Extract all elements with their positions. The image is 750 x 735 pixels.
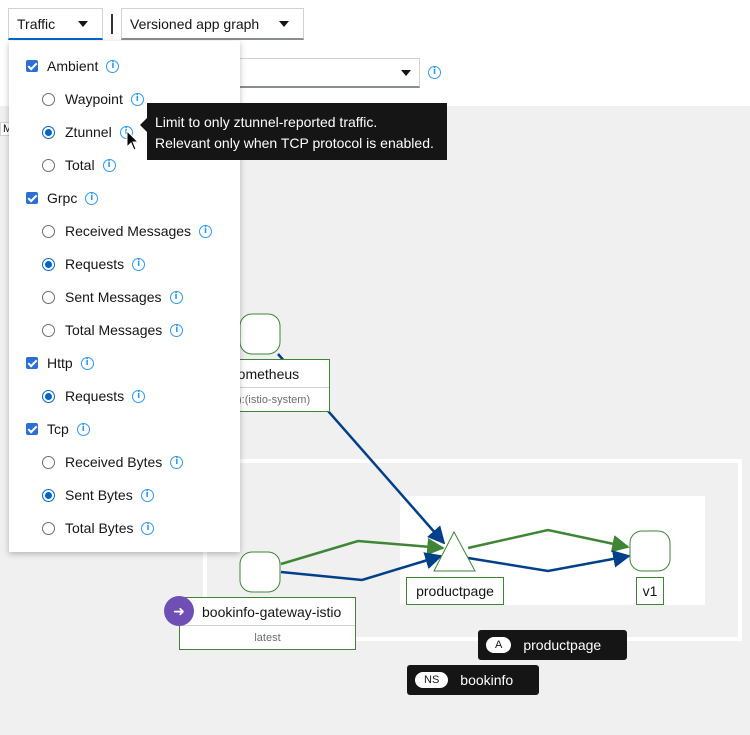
gateway-label: bookinfo-gateway-istio (180, 598, 355, 626)
info-icon[interactable]: i (170, 323, 184, 337)
info-icon[interactable]: i (170, 455, 184, 469)
edge-gateway-productpage-http[interactable] (280, 537, 445, 566)
app-box-name: productpage (523, 637, 602, 653)
info-icon[interactable]: i (106, 59, 120, 73)
graph-type-label: Versioned app graph (130, 15, 260, 32)
prometheus-node[interactable] (239, 313, 281, 355)
tooltip-line-2: Relevant only when TCP protocol is enabl… (155, 135, 434, 151)
chevron-down-icon (279, 21, 289, 27)
grpc-sent-label: Sent Messages (65, 289, 162, 305)
info-icon[interactable]: i (132, 257, 146, 271)
ambient-total-label: Total (65, 157, 95, 173)
menu-option-waypoint[interactable]: Waypoint i (42, 91, 144, 107)
menu-option-tcp-sent[interactable]: Sent Bytes i (42, 487, 154, 503)
menu-group-grpc[interactable]: Grpc i (26, 190, 99, 206)
app-tag: A (486, 637, 512, 653)
menu-group-http[interactable]: Http i (26, 355, 94, 371)
v1-label[interactable]: v1 (636, 577, 664, 605)
menu-option-grpc-received[interactable]: Received Messages i (42, 223, 213, 239)
grpc-label: Grpc (47, 190, 78, 206)
grpc-total-label: Total Messages (65, 322, 163, 338)
info-icon[interactable]: i (76, 422, 90, 436)
chevron-down-icon (78, 21, 88, 27)
prometheus-namespace: ):(istio-system) (238, 394, 311, 406)
productpage-service-node[interactable] (433, 530, 476, 572)
app-box-label[interactable]: A productpage (478, 630, 627, 660)
menu-option-ambient-total[interactable]: Total i (42, 157, 116, 173)
info-icon[interactable]: i (130, 92, 144, 106)
info-icon[interactable]: i (85, 191, 99, 205)
checkbox-ambient[interactable] (26, 60, 38, 72)
tcp-received-label: Received Bytes (65, 454, 163, 470)
toolbar-separator (111, 14, 113, 34)
ztunnel-label: Ztunnel (65, 124, 112, 140)
radio-grpc-total[interactable] (42, 323, 55, 337)
radio-grpc-received[interactable] (42, 224, 55, 238)
tcp-sent-label: Sent Bytes (65, 487, 133, 503)
info-icon[interactable]: i (132, 389, 146, 403)
radio-http-requests[interactable] (42, 389, 55, 403)
checkbox-grpc[interactable] (26, 192, 38, 204)
info-icon[interactable]: i (169, 290, 183, 304)
gateway-label-box[interactable]: bookinfo-gateway-istio latest (179, 597, 356, 650)
gateway-node[interactable] (239, 551, 281, 593)
info-icon[interactable]: i (119, 125, 133, 139)
info-icon[interactable]: i (428, 66, 441, 79)
mouse-cursor-icon (126, 130, 140, 151)
menu-group-tcp[interactable]: Tcp i (26, 421, 90, 437)
menu-option-http-requests[interactable]: Requests i (42, 388, 146, 404)
info-icon[interactable]: i (141, 521, 155, 535)
chevron-down-icon (401, 70, 411, 76)
ztunnel-tooltip: Limit to only ztunnel-reported traffic. … (140, 103, 447, 160)
namespace-box-label[interactable]: NS bookinfo (407, 665, 539, 695)
menu-option-ztunnel[interactable]: Ztunnel i (42, 124, 133, 140)
checkbox-http[interactable] (26, 357, 38, 369)
grpc-received-label: Received Messages (65, 223, 192, 239)
radio-grpc-sent[interactable] (42, 290, 55, 304)
info-icon[interactable]: i (80, 356, 94, 370)
info-icon[interactable]: i (140, 488, 154, 502)
gateway-icon: ➜ (164, 596, 194, 626)
secondary-dropdown[interactable] (236, 58, 420, 88)
info-icon[interactable]: i (199, 224, 213, 238)
checkbox-tcp[interactable] (26, 423, 38, 435)
prometheus-label: rometheus (230, 360, 329, 388)
gateway-version: latest (254, 632, 281, 644)
tcp-total-label: Total Bytes (65, 520, 134, 536)
edge-productpage-v1-tcp[interactable] (467, 550, 631, 573)
edge-gateway-productpage-tcp[interactable] (280, 552, 443, 582)
info-icon[interactable]: i (102, 158, 116, 172)
menu-group-ambient[interactable]: Ambient i (26, 58, 120, 74)
menu-option-grpc-sent[interactable]: Sent Messages i (42, 289, 183, 305)
ambient-label: Ambient (47, 58, 99, 74)
radio-tcp-total[interactable] (42, 521, 55, 535)
edge-productpage-v1-http[interactable] (467, 528, 630, 553)
traffic-dropdown[interactable]: Traffic (8, 8, 103, 40)
tcp-label: Tcp (47, 421, 69, 437)
namespace-tag: NS (415, 672, 449, 688)
waypoint-label: Waypoint (65, 91, 123, 107)
traffic-dropdown-label: Traffic (17, 15, 56, 32)
menu-option-tcp-received[interactable]: Received Bytes i (42, 454, 184, 470)
graph-type-dropdown[interactable]: Versioned app graph (121, 8, 304, 40)
namespace-box-name: bookinfo (460, 672, 514, 688)
menu-option-grpc-requests[interactable]: Requests i (42, 256, 146, 272)
radio-ztunnel[interactable] (42, 125, 55, 139)
radio-waypoint[interactable] (42, 92, 55, 106)
http-label: Http (47, 355, 73, 371)
menu-option-grpc-total[interactable]: Total Messages i (42, 322, 184, 338)
menu-option-tcp-total[interactable]: Total Bytes i (42, 520, 155, 536)
grpc-requests-label: Requests (65, 256, 125, 272)
radio-tcp-received[interactable] (42, 455, 55, 469)
productpage-label[interactable]: productpage (406, 577, 504, 605)
radio-tcp-sent[interactable] (42, 488, 55, 502)
radio-ambient-total[interactable] (42, 158, 55, 172)
tooltip-line-1: Limit to only ztunnel-reported traffic. (155, 114, 378, 130)
v1-node[interactable] (629, 530, 671, 572)
radio-grpc-requests[interactable] (42, 257, 55, 271)
prometheus-label-box[interactable]: rometheus ):(istio-system) (229, 359, 330, 412)
http-requests-label: Requests (65, 388, 125, 404)
